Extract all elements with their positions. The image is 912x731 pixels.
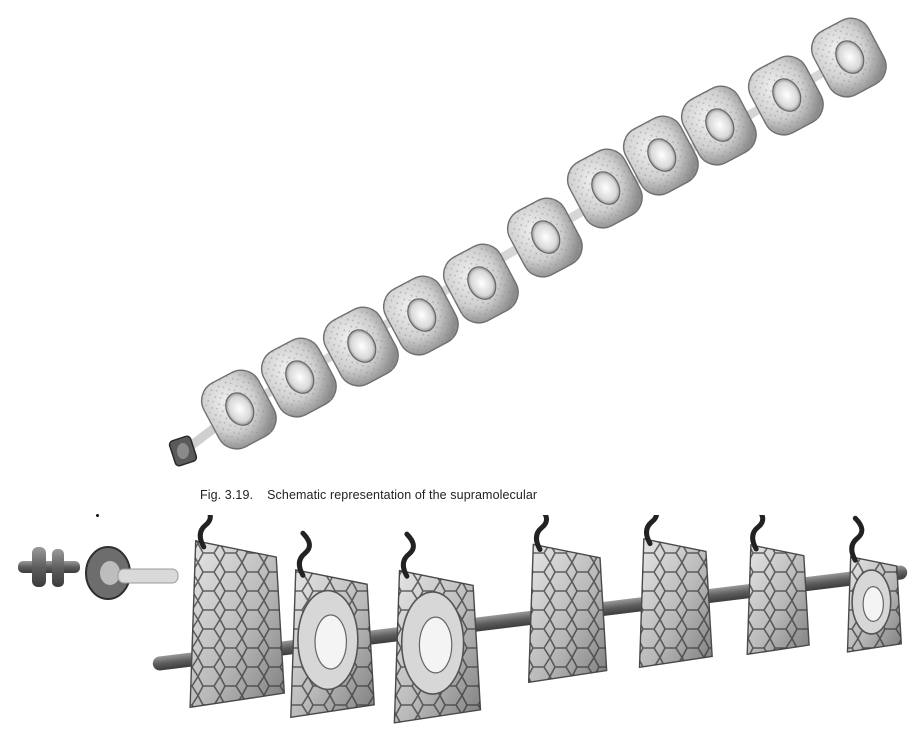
cyclodextrin-cone [747,515,809,654]
polyrotaxane-illustration-top [0,0,912,470]
figure-caption: Fig. 3.19. Schematic representation of th… [200,488,537,502]
cyclodextrin-ring [501,191,590,284]
caption-text: Schematic representation of the supramol… [267,488,537,502]
polyrotaxane-illustration-bottom [0,515,912,731]
cyclodextrin-cone [639,515,712,667]
cone-chain [190,515,901,723]
cyclodextrin-cone [190,515,284,707]
cyclodextrin-cone [291,533,374,717]
cyclodextrin-cone [529,515,607,682]
cyclodextrin-cone [394,534,480,723]
stopper [18,547,178,599]
cyclodextrin-cone [847,518,901,652]
ring-chain [195,11,894,456]
figure-label: Fig. 3.19. [200,488,253,502]
